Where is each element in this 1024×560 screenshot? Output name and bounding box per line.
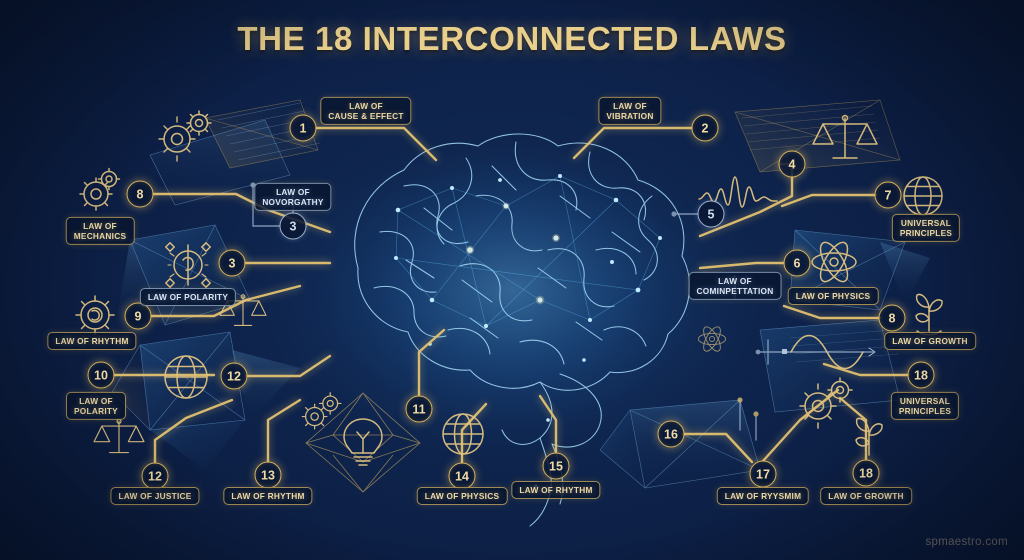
law-label-universal-principles-18[interactable]: UNIVERSAL PRINCIPLES: [890, 391, 960, 421]
globe-icon: [442, 413, 484, 455]
node-badge-1[interactable]: 1: [289, 114, 317, 142]
law-label-universal-principles-7[interactable]: UNIVERSAL PRINCIPLES: [891, 213, 961, 243]
node-badge-3[interactable]: 3: [218, 249, 246, 277]
node-badge-8[interactable]: 8: [878, 304, 906, 332]
gears-icon: [158, 110, 212, 162]
sprout-icon: [855, 417, 883, 456]
node-badge-17[interactable]: 17: [749, 460, 777, 488]
node-badge-2[interactable]: 2: [691, 114, 719, 142]
gear-icon: [79, 167, 121, 211]
law-label-growth-8[interactable]: LAW OF GROWTH: [884, 331, 976, 351]
node-badge-6[interactable]: 6: [783, 249, 811, 277]
node-badge-9[interactable]: 9: [124, 302, 152, 330]
law-label-polarity-3[interactable]: LAW OF POLARITY: [139, 287, 237, 307]
gear-icon: [75, 295, 115, 335]
node-badge-3[interactable]: 3: [279, 212, 307, 240]
node-badge-14[interactable]: 14: [448, 462, 476, 490]
node-badge-15[interactable]: 15: [542, 452, 570, 480]
law-label-novorgathy[interactable]: LAW OF NOVORGATHY: [254, 182, 332, 212]
law-label-rhythm-15[interactable]: LAW OF RHYTHM: [511, 480, 601, 500]
law-label-compensation[interactable]: LAW OF COMINPETTATION: [688, 271, 782, 301]
waveform-icon: [698, 176, 778, 208]
node-badge-11[interactable]: 11: [405, 395, 433, 423]
gears-icon: [799, 377, 853, 429]
node-badge-12[interactable]: 12: [220, 362, 248, 390]
node-badge-10[interactable]: 10: [87, 361, 115, 389]
globe-icon: [164, 355, 208, 399]
node-badge-18[interactable]: 18: [852, 459, 880, 487]
compass-icon: [165, 242, 211, 288]
scales-icon: [93, 418, 145, 454]
node-badge-8[interactable]: 8: [126, 180, 154, 208]
law-label-ryysmim-17[interactable]: LAW OF RYYSMIM: [716, 486, 810, 506]
sine-wave-icon: [782, 334, 876, 370]
scales-icon: [219, 294, 267, 326]
scales-icon: [812, 114, 878, 159]
node-badge-7[interactable]: 7: [874, 181, 902, 209]
law-label-cause-effect[interactable]: LAW OF CAUSE & EFFECT: [320, 96, 412, 126]
node-badge-5[interactable]: 5: [697, 200, 725, 228]
node-badge-4[interactable]: 4: [778, 150, 806, 178]
watermark: spmaestro.com: [925, 536, 1008, 548]
law-label-justice-12[interactable]: LAW OF JUSTICE: [110, 486, 200, 506]
sprout-icon: [915, 293, 943, 336]
atom-icon: [811, 241, 857, 283]
globe-icon: [903, 176, 943, 216]
law-label-rhythm-13[interactable]: LAW OF RHYTHM: [223, 486, 313, 506]
law-label-physics-6[interactable]: LAW OF PHYSICS: [787, 286, 879, 306]
node-badge-18[interactable]: 18: [907, 361, 935, 389]
law-label-mechanics[interactable]: LAW OF MECHANICS: [65, 216, 135, 246]
node-badge-13[interactable]: 13: [254, 461, 282, 489]
gears-icon: [301, 392, 342, 430]
law-label-rhythm-9[interactable]: LAW OF RHYTHM: [47, 331, 137, 351]
page-title: THE 18 INTERCONNECTED LAWS: [237, 20, 787, 57]
node-badge-16[interactable]: 16: [657, 420, 685, 448]
lightbulb-icon: [343, 418, 383, 466]
law-label-vibration[interactable]: LAW OF VIBRATION: [598, 96, 662, 126]
atom-icon: [697, 326, 727, 352]
law-label-physics-14[interactable]: LAW OF PHYSICS: [416, 486, 508, 506]
law-label-growth-18[interactable]: LAW OF GROWTH: [820, 486, 912, 506]
law-label-polarity-10[interactable]: LAW OF POLARITY: [66, 391, 126, 421]
node-badge-12[interactable]: 12: [141, 462, 169, 490]
